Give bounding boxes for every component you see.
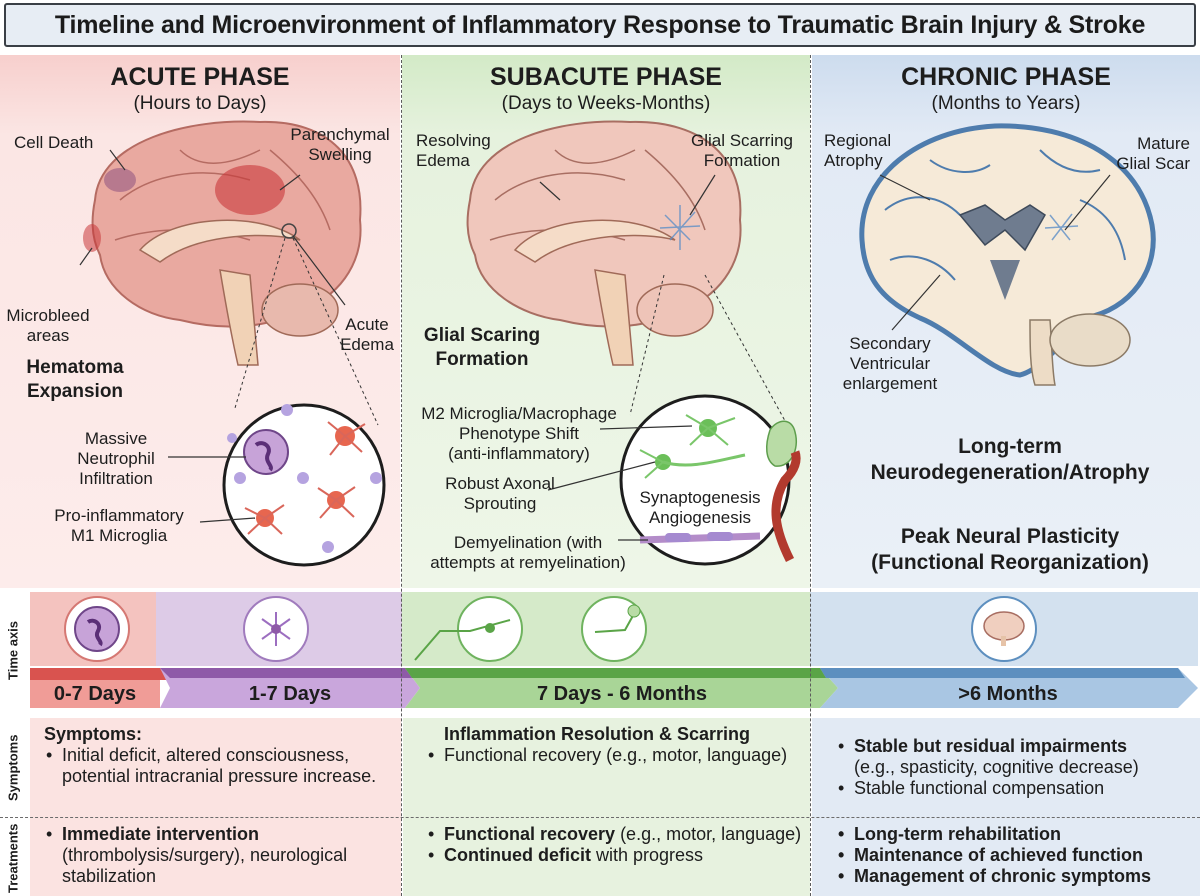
subacute-symptoms-cell: Inflammation Resolution & Scarring Funct… xyxy=(426,724,804,766)
label-peak-neural-plasticity: Peak Neural Plasticity(Functional Reorga… xyxy=(871,525,1149,574)
time-axis-label: Time axis xyxy=(5,620,21,680)
chronic-symptoms-cell: Stable but residual impairments(e.g., sp… xyxy=(836,736,1196,799)
subacute-brain-illustration xyxy=(466,120,791,431)
subacute-cell-inset xyxy=(547,394,801,566)
acute-brain-illustration xyxy=(79,120,379,426)
divider-acute-subacute xyxy=(401,55,402,896)
timeline-segment-over-6-months: >6 Months xyxy=(958,683,1058,705)
subacute-phase-title: SUBACUTE PHASE xyxy=(490,63,722,91)
symptoms-row-label: Symptoms xyxy=(5,734,21,802)
treatments-row-label: Treatments xyxy=(5,823,21,893)
acute-cell-inset xyxy=(168,403,386,567)
chronic-treatments-cell: Long-term rehabilitation Maintenance of … xyxy=(836,824,1196,887)
acute-symptoms-cell: Symptoms: Initial deficit, altered consc… xyxy=(44,724,396,787)
chronic-phase-title: CHRONIC PHASE xyxy=(901,63,1111,91)
timeline-segment-7-days-6-months: 7 Days - 6 Months xyxy=(536,683,708,705)
chronic-brain-illustration xyxy=(859,123,1156,386)
page-title: Timeline and Microenvironment of Inflamm… xyxy=(54,10,1146,39)
subacute-treatments-cell: Functional recovery (e.g., motor, langua… xyxy=(426,824,804,866)
chronic-phase-subtitle: (Months to Years) xyxy=(931,93,1081,114)
row-divider xyxy=(0,817,1200,818)
timeline-segment-1-7-days: 1-7 Days xyxy=(248,683,332,705)
subacute-phase-subtitle: (Days to Weeks-Months) xyxy=(501,93,711,114)
acute-treatments-cell: Immediate intervention(thrombolysis/surg… xyxy=(44,824,396,887)
label-cell-death: Cell Death xyxy=(14,133,94,152)
divider-subacute-chronic xyxy=(810,55,811,896)
title-banner: Timeline and Microenvironment of Inflamm… xyxy=(4,3,1196,47)
acute-phase-subtitle: (Hours to Days) xyxy=(133,93,267,114)
acute-phase-title: ACUTE PHASE xyxy=(110,63,290,91)
timeline-segment-0-7-days: 0-7 Days xyxy=(53,683,137,705)
